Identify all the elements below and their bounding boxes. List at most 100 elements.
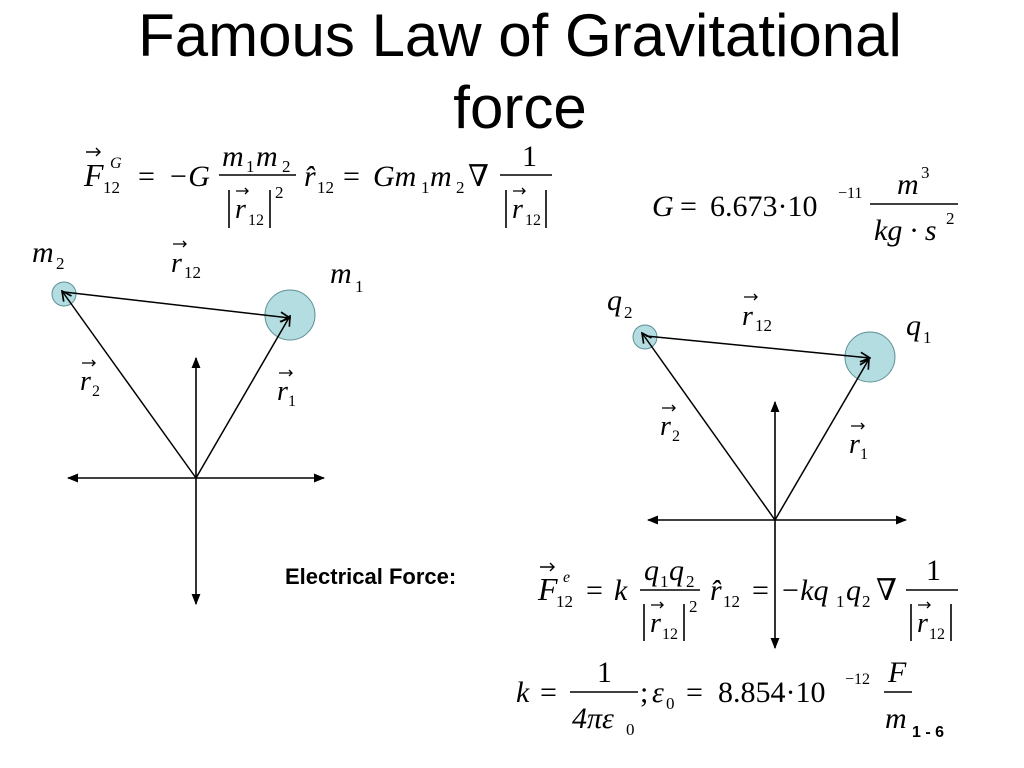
r-vector: r [917,608,928,639]
label-r1-subscript: 1 [860,446,868,463]
label-r2: r [80,366,91,397]
r2-vector-line [642,333,776,521]
mass-diagram: m 2 m 1 r 12 r 2 r 1 [32,236,364,606]
subscript-1: 1 [421,178,430,197]
mass-m2: m [430,160,452,193]
equals-sign: = [680,190,697,223]
numerator-one: 1 [522,140,537,173]
unit-numerator-exponent: 3 [921,163,930,182]
force-symbol: F [83,157,104,193]
charge-diagram: q 2 q 1 r 12 r 2 r 1 [607,284,932,650]
unit-denominator-exponent: 2 [946,209,955,228]
numerator-one: 1 [597,656,612,689]
superscript-g: G [110,155,122,172]
label-r12-subscript: 12 [755,316,772,335]
vector-arrow-icon [513,187,526,195]
vector-arrow-icon [279,369,293,377]
electrical-force-label: Electrical Force: [285,564,457,589]
label-m2: m [32,236,54,269]
slide-number: 1 - 6 [912,724,945,741]
k-symbol: k [516,676,530,709]
numerator-one: 1 [926,554,941,587]
subscript-1: 1 [836,592,845,611]
epsilon-symbol: ε [652,676,664,709]
label-m2-subscript: 2 [56,254,65,273]
equals-sign: = [138,160,155,193]
force-symbol: F [537,571,558,607]
exponent-2: 2 [689,597,698,616]
r1-vector-line [195,316,290,479]
label-r1: r [849,429,860,460]
charge-q1: q [644,554,659,587]
equals-sign: = [540,676,557,709]
subscript-12: 12 [556,592,573,611]
superscript-e: e [563,569,570,586]
unit-denominator: kg · s [874,214,937,247]
label-r12-subscript: 12 [184,263,201,282]
unit-vector-r-hat: r̂ [304,160,316,193]
equals-sign: = [752,574,769,607]
subscript-12: 12 [103,178,120,197]
label-q2-subscript: 2 [624,303,633,322]
label-r1-subscript: 1 [288,393,296,410]
gm-term: Gm [373,160,416,193]
gravitational-force-equation: F G 12 = −G m 1 m 2 r 12 2 r̂ 12 = Gm 1 … [83,140,552,229]
g-symbol: G [652,190,674,223]
subscript-1: 1 [246,157,255,176]
charge-q2: q [669,554,684,587]
r-vector: r [235,194,246,225]
g-exponent: −11 [838,185,862,202]
vector-arrow-icon [918,601,931,609]
r-vector: r [650,608,661,639]
equals-sign: = [686,676,703,709]
epsilon-value: 8.854·10 [718,676,826,709]
equals-sign: = [586,574,603,607]
slide-title: Famous Law of Gravitational force [0,0,1024,144]
label-r2: r [660,411,671,442]
epsilon-exponent: −12 [845,671,870,688]
unit-meter: m [885,702,907,735]
k-symbol: k [614,574,628,607]
label-m1-subscript: 1 [355,277,364,296]
r12-vector-line [645,335,870,358]
r2-vector-line [62,291,197,479]
vector-arrow-icon [662,404,676,412]
mass-m1-circle [264,289,316,341]
exponent-2: 2 [275,183,284,202]
subscript-12: 12 [662,626,678,643]
nabla-icon: ∇ [468,160,489,193]
mass-m1: m [222,140,244,173]
gravitational-constant: G = 6.673·10 −11 m 3 kg · s 2 [652,163,958,247]
label-q1: q [906,309,921,342]
label-r1: r [277,376,288,407]
semicolon: ; [640,676,648,709]
subscript-2: 2 [862,592,871,611]
label-r12: r [742,301,753,332]
electrical-force-equation: F e 12 = k q 1 q 2 r 12 2 r̂ 12 = −kq 1 … [537,554,958,643]
equals-sign: = [343,160,360,193]
g-value: 6.673·10 [710,190,818,223]
unit-numerator-m: m [897,168,919,201]
vector-arrow-icon [851,422,865,430]
subscript-0: 0 [626,720,635,739]
minus-kq-term: −kq [780,574,829,607]
vector-arrow-icon [82,359,96,367]
label-r2-subscript: 2 [92,383,100,400]
subscript-2: 2 [456,178,465,197]
coulomb-constant: k = 1 4πε 0 ; ε 0 = 8.854·10 −12 F m [516,656,912,739]
nabla-icon: ∇ [876,574,897,607]
subscript-12: 12 [723,592,740,611]
subscript-12: 12 [317,178,334,197]
subscript-2: 2 [686,572,695,591]
subscript-12: 12 [929,626,945,643]
vector-arrow-icon [651,601,664,609]
minus-g-term: −G [168,160,210,193]
vector-arrow-icon [744,293,758,301]
title-line-1: Famous Law of Gravitational [138,2,902,69]
r1-vector-line [774,359,869,521]
vector-arrow-icon [540,562,555,572]
label-q1-subscript: 1 [923,328,932,347]
subscript-12: 12 [525,212,541,229]
charge-q2: q [846,574,861,607]
